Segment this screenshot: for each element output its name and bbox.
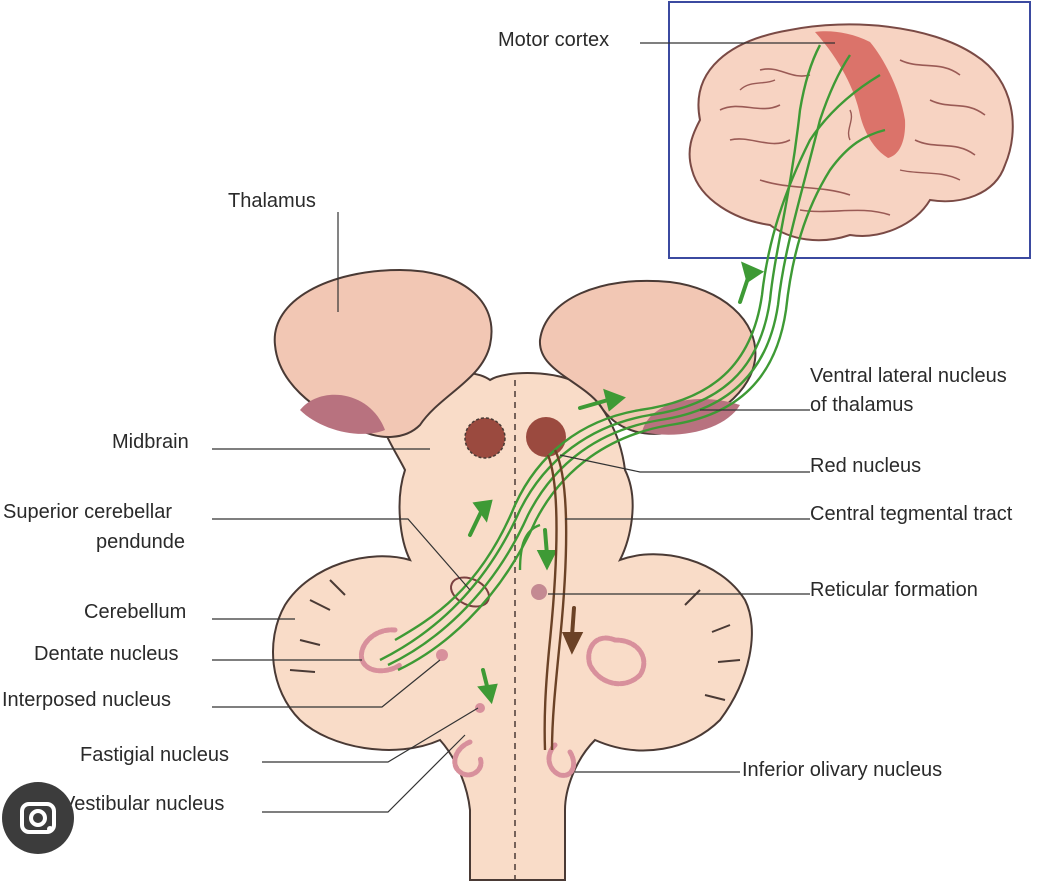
interposed-nucleus-dot [436, 649, 448, 661]
tegmental-arrow [561, 606, 584, 655]
label-cerebellum: Cerebellum [84, 601, 187, 623]
lens-glyph-icon [20, 802, 56, 834]
label-ventral-lateral: Ventral lateral nucleus [810, 365, 1007, 387]
label-superior-cerebellar-2: pendunde [96, 531, 185, 553]
pathway-arrows [468, 261, 765, 705]
red-nucleus-left [464, 417, 506, 459]
motor-cortex-inset-box [668, 1, 1031, 259]
label-red-nucleus: Red nucleus [810, 455, 922, 477]
label-reticular-formation: Reticular formation [810, 579, 978, 601]
label-inferior-olivary: Inferior olivary nucleus [742, 759, 943, 781]
red-nucleus-right [526, 417, 566, 457]
brainstem-body [272, 371, 753, 881]
label-midbrain: Midbrain [112, 431, 189, 453]
google-lens-icon[interactable] [2, 782, 74, 854]
label-interposed-nucleus: Interposed nucleus [2, 689, 172, 711]
label-superior-cerebellar: Superior cerebellar [3, 501, 172, 523]
label-thalamus: Thalamus [228, 190, 316, 212]
label-motor-cortex: Motor cortex [498, 29, 610, 51]
label-dentate-nucleus: Dentate nucleus [34, 643, 179, 665]
fastigial-nucleus-dot [475, 703, 485, 713]
superior-cerebellar-peduncle-ring [450, 576, 490, 608]
label-ventral-lateral-2: of thalamus [810, 394, 914, 416]
label-central-tegmental: Central tegmental tract [810, 503, 1013, 525]
label-vestibular-nucleus: Vestibular nucleus [62, 793, 225, 815]
central-tegmental-tract [543, 449, 568, 751]
brain-lateral-view [688, 23, 1014, 242]
label-fastigial-nucleus: Fastigial nucleus [80, 744, 229, 766]
reticular-formation-dot [531, 584, 547, 600]
thalamus-lobes [273, 268, 757, 438]
dentatorubrothalamic-pathway [379, 44, 886, 672]
leader-lines [212, 42, 835, 813]
